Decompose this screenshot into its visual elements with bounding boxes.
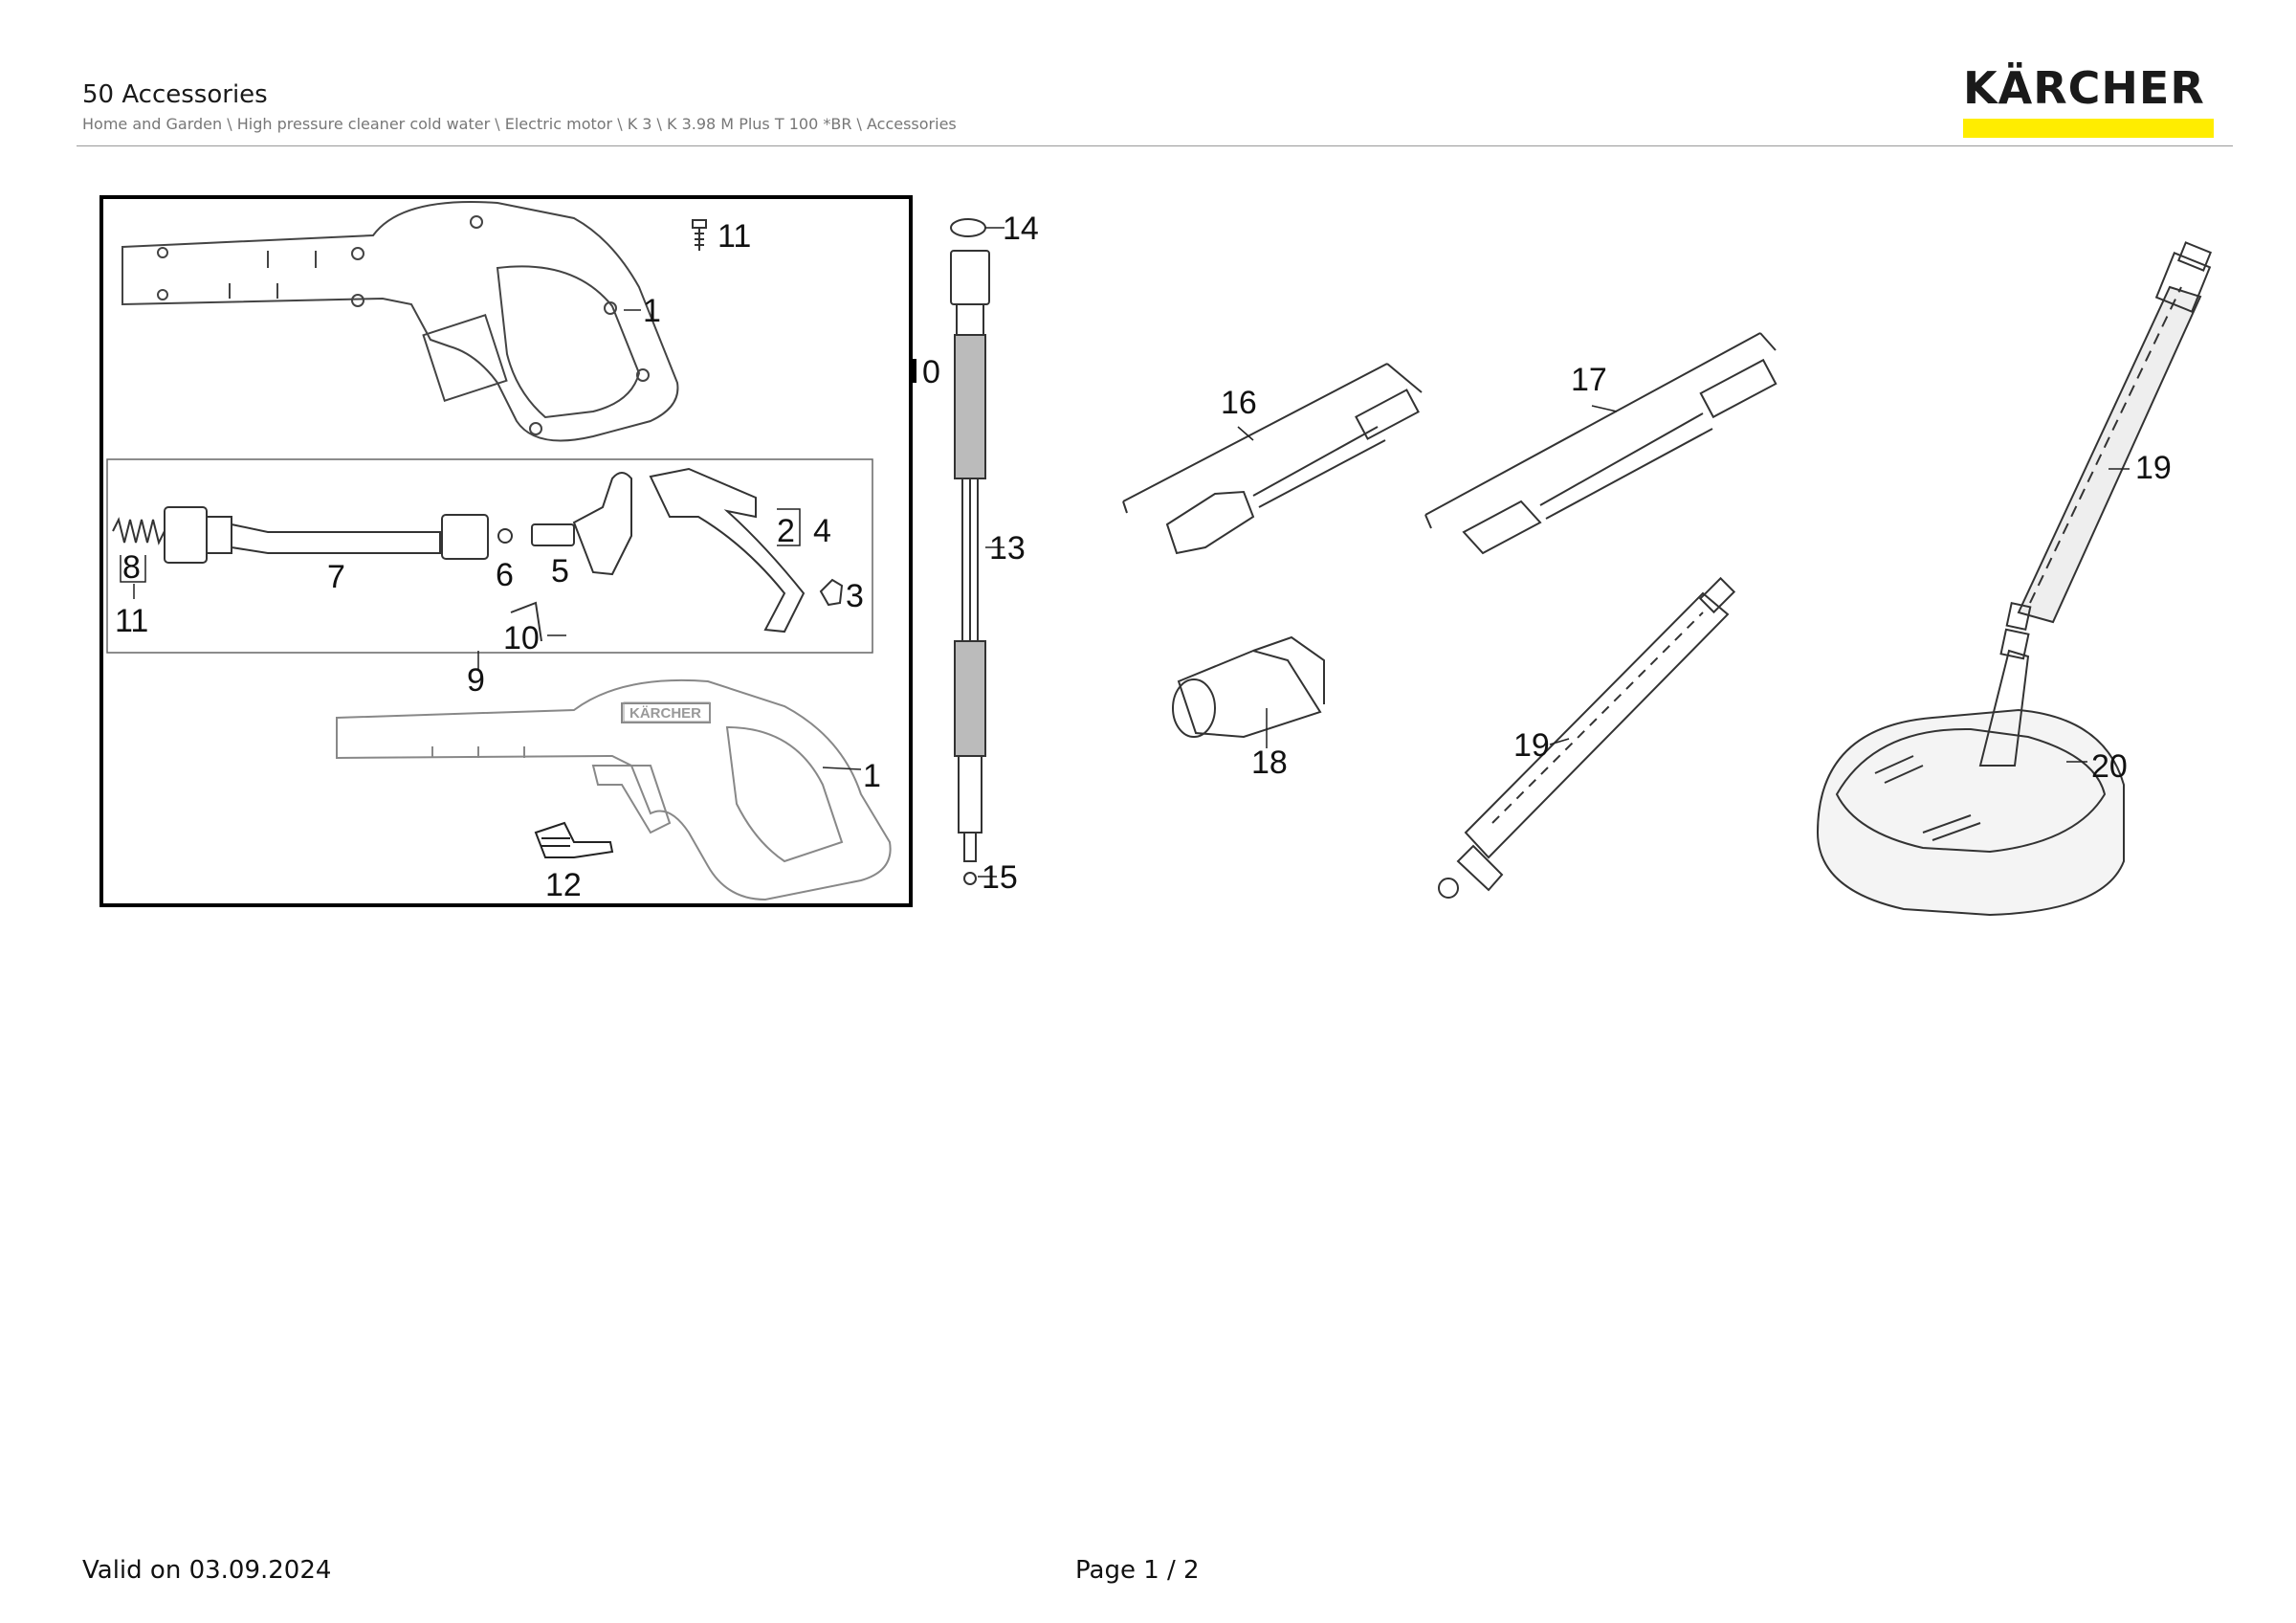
valid-date: Valid on 03.09.2024 bbox=[82, 1556, 332, 1585]
callout-8: 8 bbox=[122, 549, 141, 586]
valve-part-5 bbox=[531, 472, 632, 576]
spring-part-8 bbox=[112, 517, 166, 545]
gun-badge-text: KÄRCHER bbox=[629, 705, 701, 722]
callout-9: 9 bbox=[467, 662, 485, 699]
gun-assembly-frame bbox=[99, 195, 913, 907]
callout-6: 6 bbox=[496, 557, 514, 593]
callout-1-lower: 1 bbox=[863, 758, 881, 794]
logo-yellow-bar bbox=[1963, 119, 2214, 138]
screw-part-11 bbox=[692, 219, 707, 251]
callout-5: 5 bbox=[551, 553, 569, 589]
lance-part-16 bbox=[1122, 363, 1423, 555]
page-title: 50 Accessories bbox=[82, 80, 268, 109]
trigger-part-2 bbox=[649, 467, 806, 634]
callout-16: 16 bbox=[1221, 385, 1257, 421]
page-number: Page 1 / 2 bbox=[1075, 1556, 1200, 1585]
callout-4: 4 bbox=[813, 513, 831, 549]
extension-part-19-middle bbox=[1438, 576, 1736, 899]
callout-12: 12 bbox=[545, 867, 582, 903]
callout-14: 14 bbox=[1003, 211, 1039, 247]
sub-assembly-frame bbox=[106, 458, 873, 654]
callout-20: 20 bbox=[2091, 748, 2128, 785]
karcher-logo: KÄRCHER bbox=[1963, 63, 2214, 138]
cap-part-3 bbox=[819, 578, 844, 607]
lance-part-17 bbox=[1424, 332, 1777, 555]
callout-1-upper: 1 bbox=[643, 293, 661, 329]
callout-15: 15 bbox=[982, 859, 1018, 896]
callout-7: 7 bbox=[327, 559, 345, 595]
logo-text: KÄRCHER bbox=[1963, 62, 2205, 114]
clip-part-12 bbox=[534, 821, 614, 858]
pin-part-10 bbox=[510, 601, 542, 642]
breadcrumb: Home and Garden \ High pressure cleaner … bbox=[82, 115, 957, 133]
gun-badge bbox=[623, 701, 711, 723]
exploded-parts-drawing: KÄRCHER 0 1 1 11 2 4 3 5 6 7 8 11 10 9 1… bbox=[99, 195, 2213, 917]
valve-tube-part-7 bbox=[164, 506, 489, 564]
surface-cleaner-part-20 bbox=[1816, 601, 2125, 917]
callout-19-right: 19 bbox=[2135, 450, 2172, 486]
extension-part-19-right bbox=[2017, 241, 2213, 624]
leader-lines bbox=[120, 227, 2130, 878]
callout-18: 18 bbox=[1251, 745, 1288, 781]
gun-half-lower bbox=[336, 678, 892, 901]
callout-3: 3 bbox=[846, 578, 864, 614]
callout-11-top: 11 bbox=[718, 218, 751, 255]
callout-11-left: 11 bbox=[115, 603, 148, 639]
o-ring-part-6 bbox=[497, 528, 513, 544]
callout-2: 2 bbox=[777, 513, 795, 549]
callout-0: 0 bbox=[922, 354, 940, 390]
callout-10: 10 bbox=[503, 620, 540, 656]
callout-19-middle: 19 bbox=[1513, 727, 1550, 764]
callout-13: 13 bbox=[989, 530, 1026, 567]
gun-half-upper bbox=[121, 200, 679, 442]
header-divider bbox=[77, 145, 2233, 146]
adapter-part-18 bbox=[1172, 635, 1325, 739]
callout-17: 17 bbox=[1571, 362, 1607, 398]
lance-part-13 bbox=[913, 218, 990, 885]
